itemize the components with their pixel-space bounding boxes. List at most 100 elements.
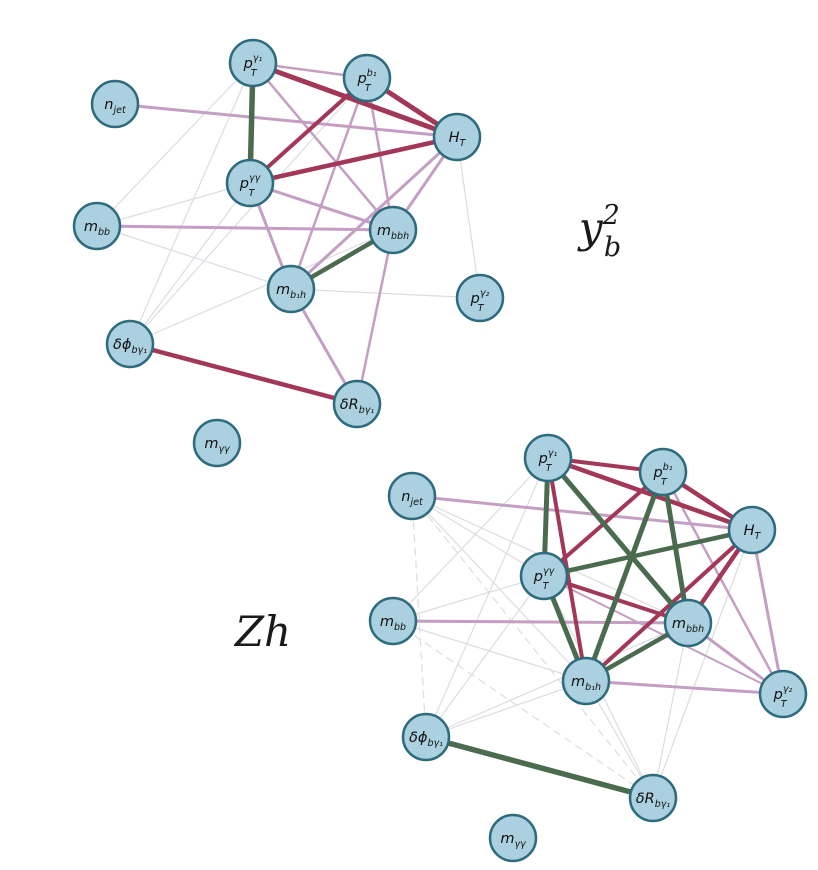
edge-dphi-mbbh — [129, 229, 394, 345]
edge-pt_y2-ht — [456, 136, 481, 299]
edge-dphi-dr — [127, 341, 360, 407]
edge-dr-mbbh — [652, 622, 689, 799]
node-circle-mbbh — [368, 205, 418, 255]
node-circle-pt_b1 — [638, 447, 688, 497]
node-myy: mγγ — [192, 418, 242, 468]
edge-mbb-pt_y1 — [96, 62, 254, 227]
node-dphi: δϕbγ₁ — [401, 712, 451, 762]
node-label-myy: mγγ — [500, 831, 527, 850]
edge-mbb-pt_y1 — [392, 457, 549, 622]
edge-mbb-pt_yy — [96, 182, 251, 227]
node-circle-myy — [192, 418, 242, 468]
node-ht: HT — [432, 112, 482, 162]
node-mbbh: mbbh — [368, 205, 418, 255]
edge-dphi-pt_b1 — [129, 77, 368, 345]
node-circle-pt_b1 — [342, 53, 392, 103]
node-mbb: mbb — [72, 201, 122, 251]
node-circle-njet — [387, 471, 437, 521]
edge-pt_y1-mbbh — [251, 61, 395, 232]
node-dphi: δϕbγ₁ — [105, 319, 155, 369]
network-title-zh: Zh — [233, 607, 291, 656]
node-myy: mγγ — [488, 813, 538, 863]
node-label-dr: δRbγ₁ — [340, 397, 375, 416]
edge-njet-dphi — [411, 495, 427, 738]
edge-pt_y1-ht — [250, 60, 460, 140]
node-mbb: mbb — [368, 596, 418, 646]
node-dr: δRbγ₁ — [332, 379, 382, 429]
node-label-myy: mγγ — [204, 436, 231, 455]
edge-dphi-pt_y1 — [129, 62, 254, 345]
node-mb1h: mb₁h — [561, 656, 611, 706]
edge-dphi-mb1h — [425, 680, 587, 738]
edge-pt_y1-mbbh — [545, 455, 691, 626]
node-circle-njet — [90, 79, 140, 129]
node-circle-ht — [727, 505, 777, 555]
edge-njet-pt_yy — [411, 495, 545, 577]
node-circle-ht — [432, 112, 482, 162]
node-circle-dphi — [401, 712, 451, 762]
edge-pt_yy-mbbh — [248, 181, 395, 232]
node-circle-pt_y2 — [455, 273, 505, 323]
edge-dr-ht — [652, 529, 753, 799]
node-circle-dphi — [105, 319, 155, 369]
node-label-ht: HT — [744, 523, 762, 542]
edge-dphi-pt_yy — [425, 575, 545, 738]
node-circle-dr — [628, 773, 678, 823]
edge-pt_yy-ht — [541, 527, 755, 579]
node-circle-mbb — [72, 201, 122, 251]
node-ht: HT — [727, 505, 777, 555]
node-label-mbbh: mbbh — [377, 223, 409, 242]
edge-mb1h-ht — [584, 528, 754, 683]
edge-pt_y1-ht — [545, 455, 755, 533]
node-label-mbb: mbb — [84, 219, 110, 238]
edge-pt_yy-ht — [247, 134, 460, 186]
node-mb1h: mb₁h — [266, 264, 316, 314]
edge-mbb-pt_yy — [392, 575, 545, 622]
edge-mb1h-pt_y2 — [584, 679, 785, 696]
node-label-dr: δRbγ₁ — [636, 791, 671, 810]
node-label-dphi: δϕbγ₁ — [113, 337, 147, 356]
node-circle-mbbh — [663, 598, 713, 648]
edge-dphi-pt_y1 — [425, 457, 549, 738]
edge-pt_b1-mb1h — [289, 76, 369, 291]
edge-njet-ht — [410, 494, 754, 532]
node-circle-dr — [332, 379, 382, 429]
edge-pt_b1-pt_y2 — [661, 470, 785, 696]
edge-pt_y2-mb1h — [290, 288, 481, 299]
edge-dphi-mbbh — [425, 622, 689, 738]
node-njet: njet — [387, 471, 437, 521]
edge-mbb-mbbh — [95, 224, 395, 232]
edge-njet-ht — [113, 102, 459, 139]
edge-njet-mb1h — [411, 495, 587, 682]
node-circle-pt_y2 — [758, 669, 808, 719]
edge-pt_yy-pt_b1 — [248, 76, 369, 185]
node-label-mbbh: mbbh — [672, 616, 704, 635]
edge-ht-mb1h — [289, 135, 459, 291]
node-label-mb1h: mb₁h — [276, 282, 306, 301]
edge-mbb-mb1h — [392, 620, 587, 682]
edge-dphi-dr — [423, 734, 656, 801]
edge-mbb-mbbh — [391, 619, 690, 625]
node-label-mb1h: mb₁h — [571, 674, 601, 693]
node-label-dphi: δϕbγ₁ — [409, 730, 443, 749]
node-circle-mb1h — [266, 264, 316, 314]
node-dr: δRbγ₁ — [628, 773, 678, 823]
node-circle-mbb — [368, 596, 418, 646]
